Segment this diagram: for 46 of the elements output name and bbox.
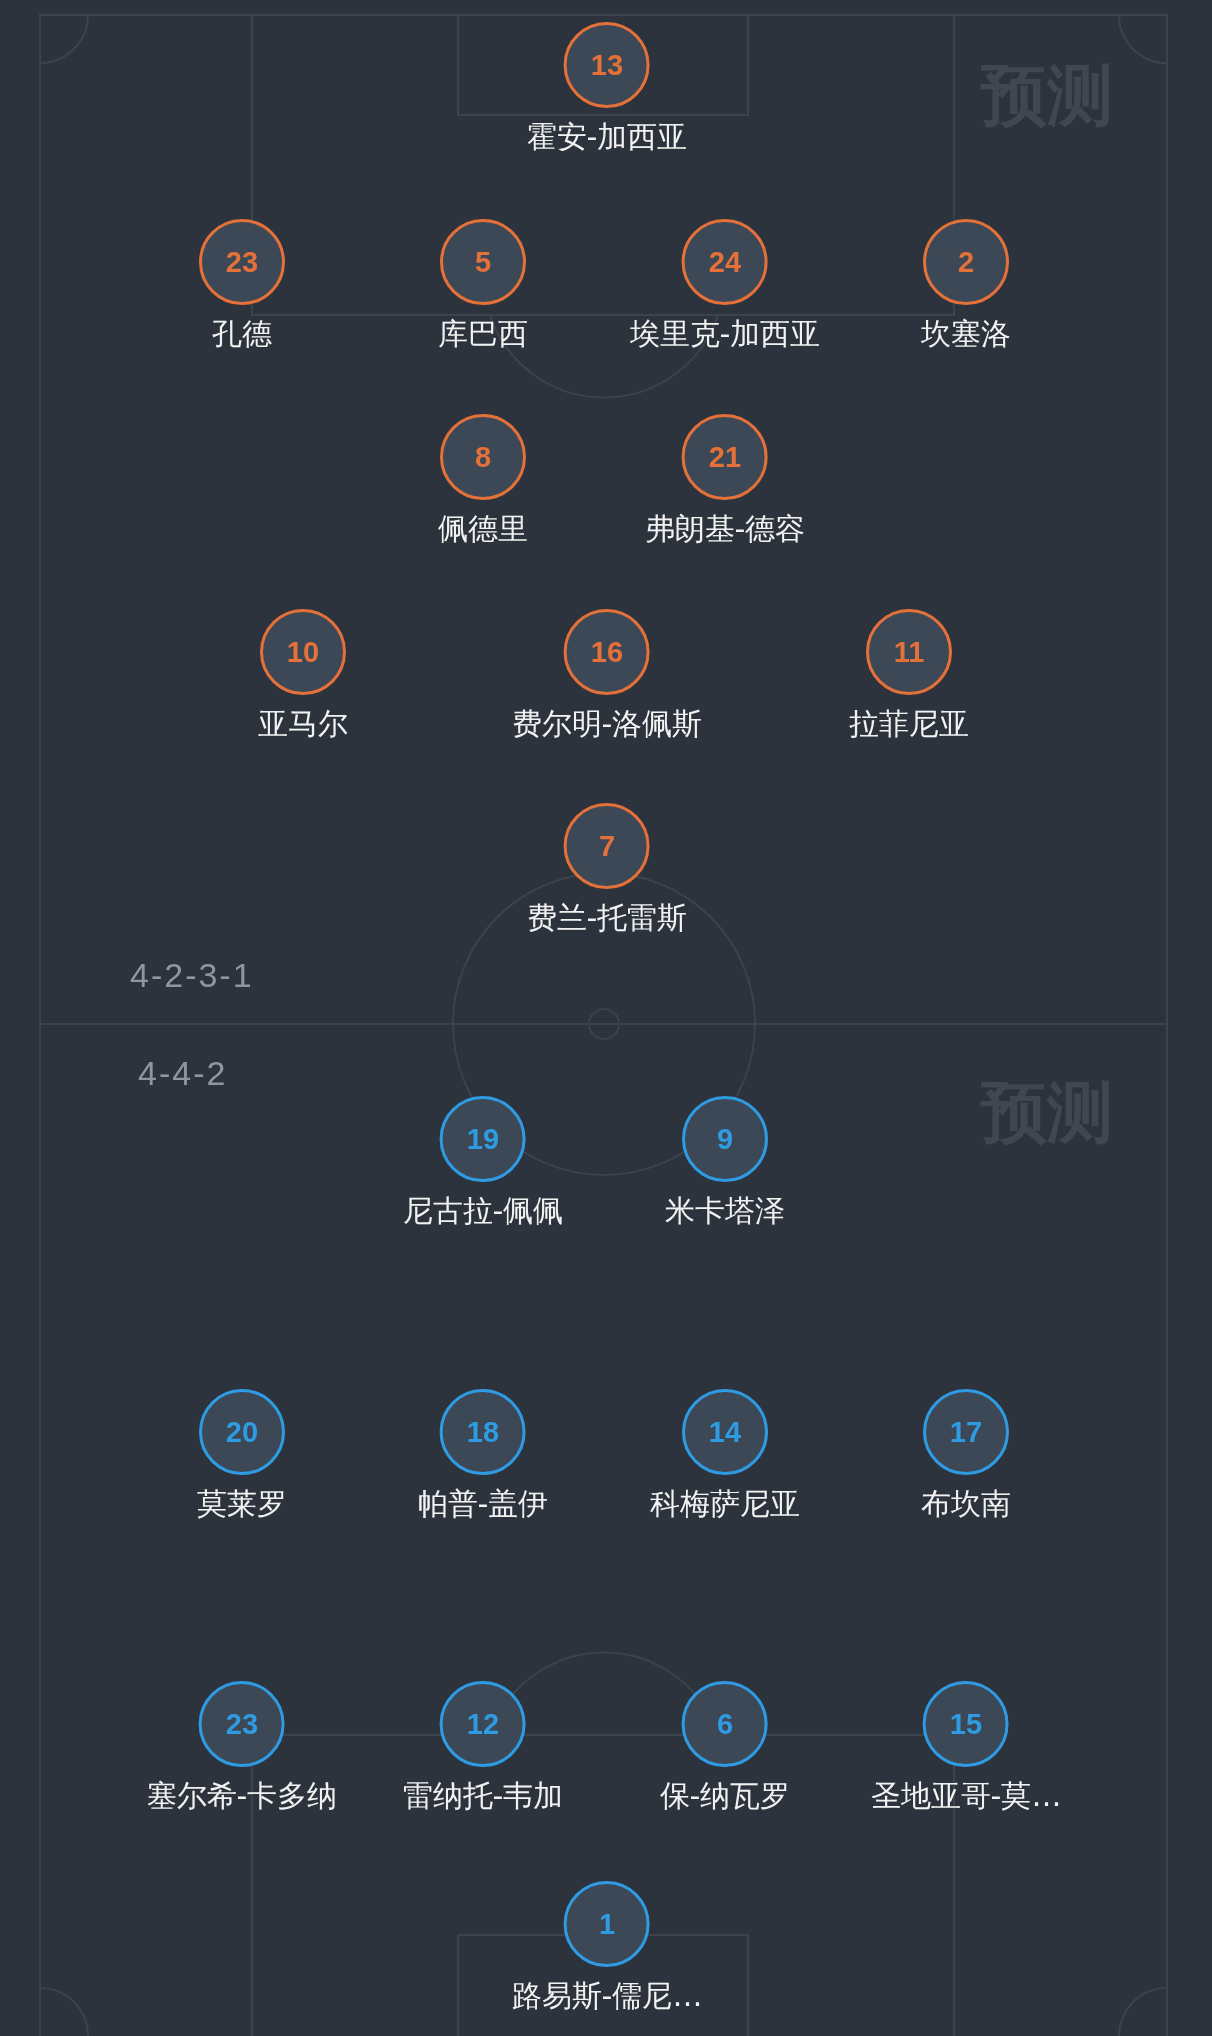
number-circle: 23: [199, 219, 285, 305]
number-circle: 23: [199, 1681, 285, 1767]
player-name: 亚马尔: [258, 707, 348, 741]
player-name: 塞尔希-卡多纳: [146, 1779, 338, 1813]
player-name: 保-纳瓦罗: [659, 1779, 791, 1813]
number-circle: 21: [682, 414, 768, 500]
number-circle: 10: [260, 609, 346, 695]
number-circle: 19: [440, 1096, 526, 1182]
player-name: 弗朗基-德容: [644, 512, 806, 546]
player-name: 圣地亚哥-莫…: [870, 1779, 1062, 1813]
number-circle: 5: [440, 219, 526, 305]
player-name: 库巴西: [438, 317, 528, 351]
number-circle: 17: [923, 1389, 1009, 1475]
number-circle: 11: [866, 609, 952, 695]
number-circle: 13: [564, 22, 650, 108]
number-circle: 2: [923, 219, 1009, 305]
number-circle: 8: [440, 414, 526, 500]
player-name: 莫莱罗: [197, 1487, 287, 1521]
number-circle: 1: [564, 1881, 650, 1967]
number-circle: 18: [440, 1389, 526, 1475]
formation-label: 4-4-2: [138, 1056, 228, 1090]
player-name: 拉菲尼亚: [849, 707, 969, 741]
number-circle: 9: [682, 1096, 768, 1182]
player-name: 帕普-盖伊: [417, 1487, 549, 1521]
player-name: 霍安-加西亚: [526, 120, 688, 154]
number-circle: 14: [682, 1389, 768, 1475]
player-name: 费兰-托雷斯: [526, 901, 688, 935]
player-name: 尼古拉-佩佩: [402, 1194, 564, 1228]
player-name: 科梅萨尼亚: [650, 1487, 800, 1521]
player-name: 坎塞洛: [921, 317, 1011, 351]
number-circle: 20: [199, 1389, 285, 1475]
player-name: 米卡塔泽: [665, 1194, 785, 1228]
player-name: 埃里克-加西亚: [629, 317, 821, 351]
player-name: 布坎南: [921, 1487, 1011, 1521]
player-name: 费尔明-洛佩斯: [511, 707, 703, 741]
formation-label: 4-2-3-1: [130, 958, 254, 992]
number-circle: 16: [564, 609, 650, 695]
number-circle: 7: [564, 803, 650, 889]
player-name: 路易斯-儒尼…: [511, 1979, 703, 2013]
player-name: 雷纳托-韦加: [402, 1779, 564, 1813]
number-circle: 6: [682, 1681, 768, 1767]
number-circle: 12: [440, 1681, 526, 1767]
number-circle: 24: [682, 219, 768, 305]
player-name: 佩德里: [438, 512, 528, 546]
number-circle: 15: [923, 1681, 1009, 1767]
player-name: 孔德: [212, 317, 272, 351]
